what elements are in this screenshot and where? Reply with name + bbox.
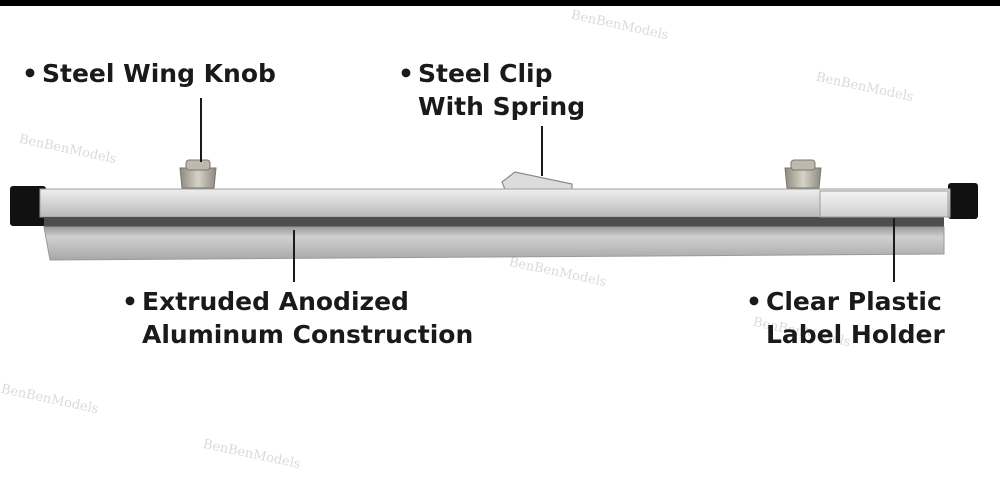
- top-border: [0, 0, 1000, 6]
- callout-steel-wing-knob: •Steel Wing Knob: [22, 57, 276, 90]
- callout-text: Steel Wing Knob: [42, 59, 276, 88]
- bullet: •: [22, 59, 38, 88]
- callout-text-line1: Clear Plastic: [766, 287, 942, 316]
- rail-groove: [44, 217, 944, 227]
- knob-leader-line: [200, 98, 202, 162]
- callout-text-line2: Aluminum Construction: [142, 320, 474, 349]
- bullet: •: [746, 287, 762, 316]
- callout-text-line2: With Spring: [418, 92, 586, 121]
- callout-text-line2: Label Holder: [766, 320, 945, 349]
- left-end-cap: [10, 186, 46, 226]
- extrusion-leader-line: [293, 230, 295, 282]
- clear-plastic-label-holder: [819, 190, 949, 218]
- callout-text-line1: Extruded Anodized: [142, 287, 409, 316]
- callout-text-line1: Steel Clip: [418, 59, 553, 88]
- right-end-cap: [948, 183, 978, 219]
- right-wing-knob: [784, 159, 822, 189]
- lower-rail: [43, 226, 945, 261]
- clip-leader-line: [541, 126, 543, 176]
- left-wing-knob: [179, 159, 217, 189]
- label-holder-leader-line: [893, 218, 895, 282]
- callout-extruded-aluminum: •Extruded Anodized Aluminum Construction: [122, 285, 473, 351]
- bullet: •: [398, 59, 414, 88]
- callout-label-holder: •Clear Plastic Label Holder: [746, 285, 945, 351]
- bullet: •: [122, 287, 138, 316]
- callout-steel-clip: •Steel Clip With Spring: [398, 57, 585, 123]
- upper-rail: [39, 188, 951, 218]
